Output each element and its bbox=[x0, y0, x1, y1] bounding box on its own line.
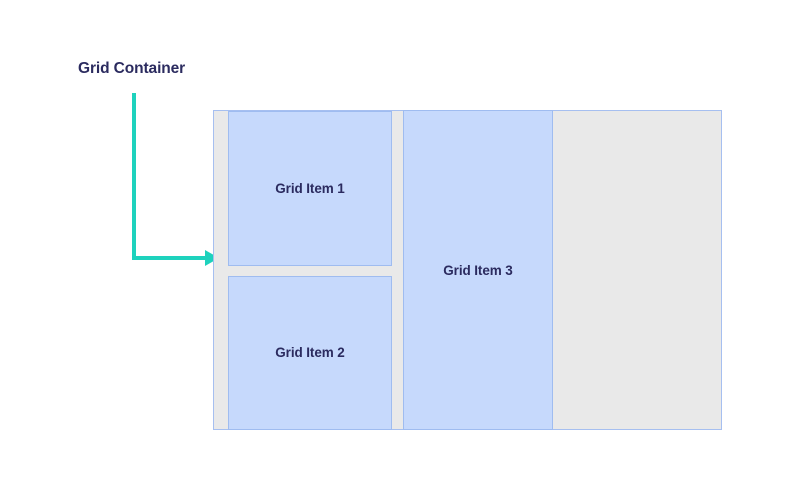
grid-item-2-label: Grid Item 2 bbox=[275, 345, 345, 361]
grid-container: Grid Item 1 Grid Item 2 Grid Item 3 bbox=[213, 110, 722, 430]
grid-empty-area bbox=[564, 111, 721, 430]
grid-container-annotation-label: Grid Container bbox=[78, 60, 186, 77]
grid-item-2[interactable]: Grid Item 2 bbox=[228, 275, 392, 430]
grid-item-3[interactable]: Grid Item 3 bbox=[403, 110, 553, 430]
grid-item-3-label: Grid Item 3 bbox=[443, 262, 513, 278]
grid-item-1[interactable]: Grid Item 1 bbox=[228, 111, 392, 266]
grid-item-1-label: Grid Item 1 bbox=[275, 180, 345, 196]
